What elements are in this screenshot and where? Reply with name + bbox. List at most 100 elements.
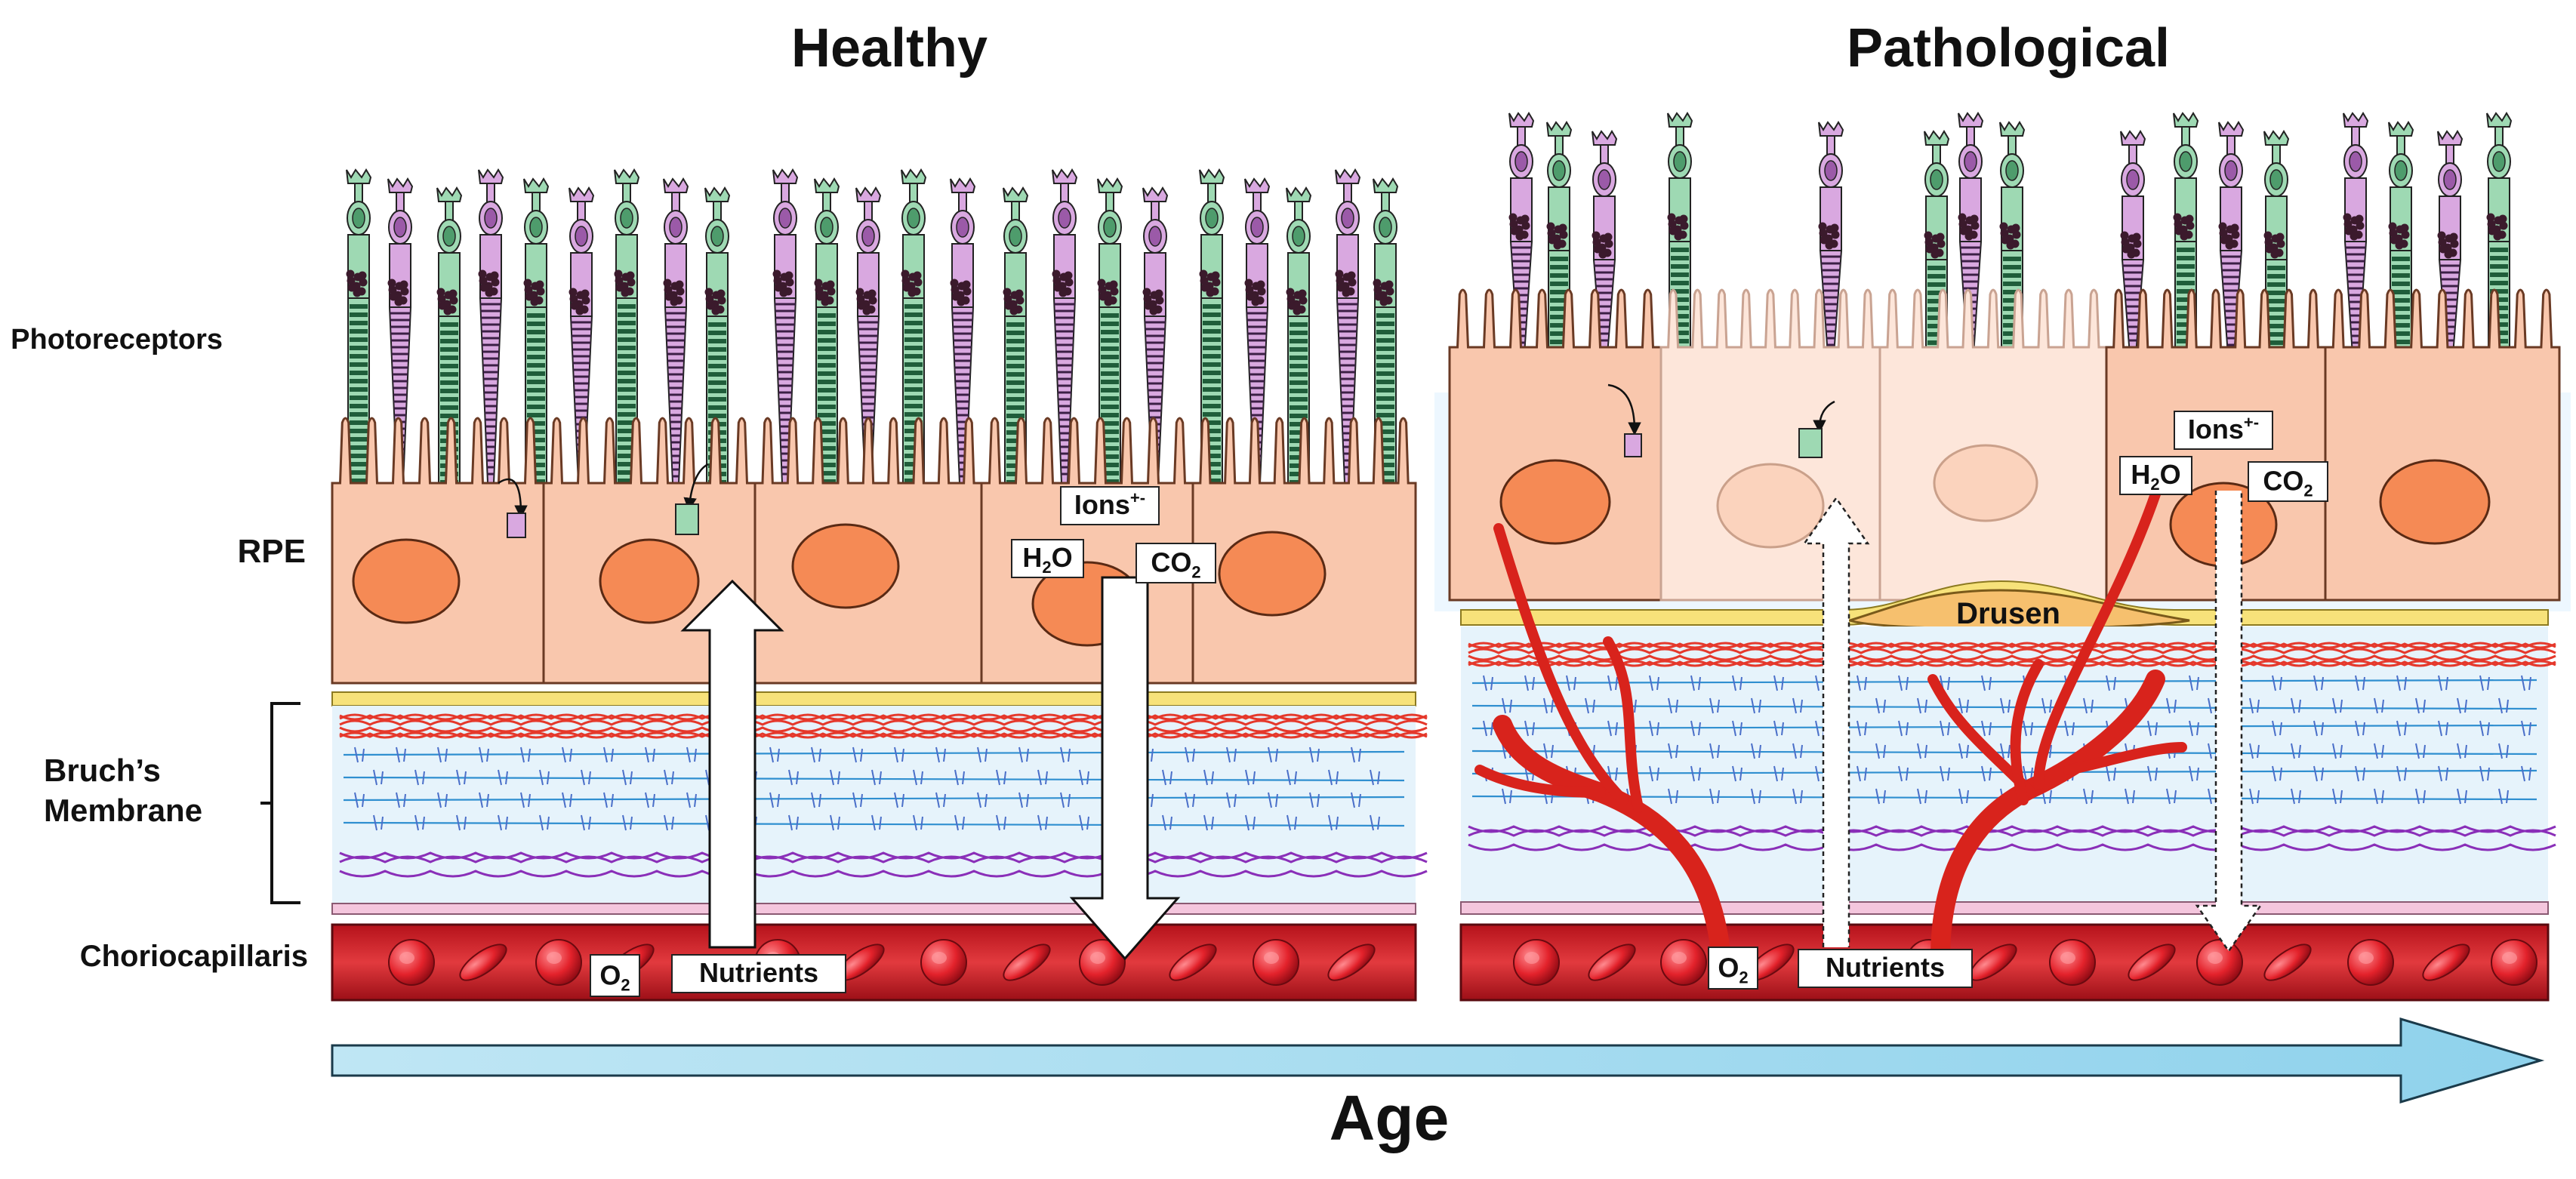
blood-vessel: [2010, 659, 2044, 805]
cone-photoreceptor: [663, 177, 689, 484]
cell-highlight: [399, 952, 414, 964]
crosslink: [935, 746, 946, 763]
crosslink: [1773, 765, 1784, 782]
crosslink: [1018, 746, 1029, 763]
red-blood-cell: [1588, 944, 1636, 981]
pathological-co2-label-part: 2: [2303, 481, 2313, 500]
crosslink: [1268, 746, 1278, 763]
crosslink: [686, 746, 697, 763]
crosslink: [977, 746, 988, 763]
cell-highlight: [1090, 952, 1105, 964]
crosslink: [2457, 743, 2467, 759]
crosslink: [437, 792, 448, 808]
crosslink: [664, 769, 674, 786]
crosslink: [894, 792, 904, 808]
collagen-fiber: [339, 731, 1428, 738]
crosslink: [2166, 788, 2177, 805]
crosslink: [1668, 743, 1678, 759]
crosslink: [1917, 788, 1927, 805]
crosslink: [645, 746, 655, 763]
crosslink: [2355, 765, 2365, 782]
cell-highlight: [2502, 952, 2517, 964]
cell-highlight: [2208, 952, 2223, 964]
healthy-title: Healthy: [791, 18, 988, 78]
healthy-h2o-label-part: O: [1052, 542, 1073, 573]
crosslink: [913, 814, 923, 831]
pathological-h2o-label-part: O: [2160, 459, 2181, 490]
crosslink: [2272, 765, 2282, 782]
healthy-co2-label-part: CO: [1151, 546, 1191, 577]
crosslink: [2291, 788, 2301, 805]
healthy-h2o-label-text: H2O: [1022, 542, 1072, 577]
age-arrow: [331, 1017, 2545, 1104]
elastin-fiber: [1471, 750, 2537, 756]
crosslink: [1709, 743, 1720, 759]
cone-photoreceptor: [2343, 112, 2369, 356]
crosslink: [539, 814, 550, 831]
pathological-o2-label-text: O2: [1718, 953, 1748, 987]
phagosome-cone: [507, 513, 526, 538]
pathological-co2-label-text: CO2: [2263, 465, 2313, 500]
crosslink: [437, 746, 448, 763]
crosslink: [479, 746, 489, 763]
red-blood-cell: [2128, 944, 2176, 981]
crosslink: [2498, 743, 2509, 759]
crosslink: [2415, 697, 2426, 714]
crosslink: [1079, 814, 1089, 831]
crosslink: [2332, 743, 2343, 759]
healthy-co2-label-part: 2: [1191, 562, 1200, 581]
crosslink: [977, 792, 988, 808]
crosslink: [1773, 720, 1784, 737]
crosslink: [1226, 746, 1237, 763]
healthy-ions-label: Ions+-: [1060, 486, 1160, 525]
red-blood-cell: [1327, 944, 1376, 981]
crosslink: [1751, 788, 1761, 805]
crosslink: [2272, 720, 2282, 737]
blood-vessel: [1474, 765, 1606, 798]
crosslink: [811, 792, 821, 808]
cell-highlight: [1672, 952, 1687, 964]
pathological-bruchs-bottom-layer: [1460, 901, 2549, 915]
crosslink: [1690, 675, 1701, 691]
crosslink: [1524, 720, 1535, 737]
crosslink: [2147, 720, 2158, 737]
crosslink: [2000, 743, 2011, 759]
rod-photoreceptor: [1999, 121, 2026, 356]
collagen-fiber: [1468, 654, 2556, 661]
crosslink: [1328, 769, 1339, 786]
red-blood-cell: [1169, 944, 1217, 981]
pathological-panel: Drusen: [1434, 112, 2571, 1002]
cone-photoreceptor: [2218, 121, 2245, 356]
crosslink: [1981, 720, 1992, 737]
crosslink: [1940, 720, 1950, 737]
pathological-h2o-label-text: H2O: [2131, 459, 2180, 494]
crosslink: [1875, 788, 1886, 805]
crosslink: [1060, 746, 1071, 763]
crosslink: [498, 814, 508, 831]
crosslink: [1370, 769, 1380, 786]
crosslink: [2313, 675, 2324, 691]
purple-fiber: [1468, 829, 2556, 837]
purple-fiber: [339, 870, 1428, 878]
healthy-bruchs-fibers: [339, 713, 1428, 878]
cell-highlight: [2060, 952, 2075, 964]
crosslink: [373, 769, 384, 786]
crosslink: [1226, 792, 1237, 808]
crosslink: [1917, 697, 1927, 714]
pathological-nutrient-arrow: [1802, 496, 1870, 947]
crosslink: [1185, 792, 1195, 808]
crosslink: [1037, 769, 1048, 786]
crosslink: [562, 746, 572, 763]
healthy-ions-label-text: Ions+-: [1074, 488, 1145, 520]
collagen-fiber: [339, 713, 1428, 720]
crosslink: [769, 792, 780, 808]
healthy-o2-label-part: O: [599, 960, 621, 991]
crosslink: [1958, 697, 1969, 714]
crosslink: [2125, 788, 2135, 805]
crosslink: [2249, 743, 2260, 759]
crosslink: [811, 746, 821, 763]
crosslink: [954, 769, 965, 786]
crosslink: [414, 769, 425, 786]
crosslink: [1690, 720, 1701, 737]
crosslink: [1898, 765, 1909, 782]
